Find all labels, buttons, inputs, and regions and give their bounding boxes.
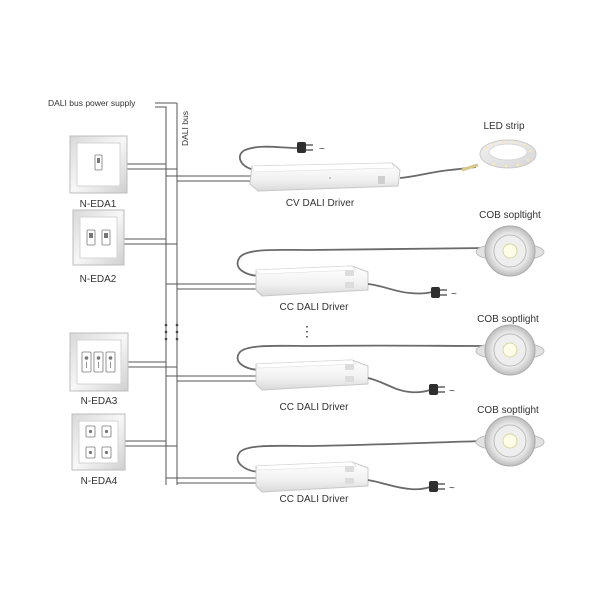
cv-dali-driver: ~ CV DALI Driver: [238, 142, 477, 209]
mains-cable: [367, 479, 431, 491]
output-cable: [236, 440, 487, 473]
switch-label: N-EDA2: [80, 274, 117, 285]
driver-label: CC DALI Driver: [280, 402, 350, 413]
switch-n-eda1: N-EDA1: [69, 135, 128, 210]
driver-label: CV DALI Driver: [286, 198, 355, 209]
power-plug-icon: [297, 142, 313, 153]
bus-power-label: DALI bus power supply: [48, 98, 136, 108]
driver-label: CC DALI Driver: [280, 494, 350, 505]
driver-ellipsis: ⋮: [300, 323, 314, 339]
driver-label: CC DALI Driver: [280, 302, 350, 313]
switch-buttons-4: [85, 425, 112, 459]
cc-dali-driver-2: ~ CC DALI Driver: [236, 344, 487, 413]
switch-buttons-2: [86, 229, 111, 246]
cc-dali-driver-1: ~ CC DALI Driver: [236, 247, 487, 313]
load-label: COB sopltight: [479, 210, 541, 221]
switch-label: N-EDA3: [81, 396, 118, 407]
cob-spotlight-3: COB soptlight: [475, 405, 545, 467]
switch-buttons-3: [81, 351, 116, 373]
ac-symbol: ~: [451, 289, 457, 300]
cob-spotlight-1: COB sopltight: [475, 210, 545, 277]
led-strip: LED strip: [461, 121, 537, 172]
output-cable: [236, 344, 487, 371]
load-label: COB soptlight: [477, 405, 539, 416]
bus-ellipsis: [164, 323, 179, 341]
cc-dali-driver-3: ~ CC DALI Driver: [236, 440, 487, 505]
ac-symbol: ~: [319, 144, 325, 155]
output-cable: [236, 247, 487, 277]
power-plug-icon: [429, 384, 445, 395]
switch-label: N-EDA1: [80, 199, 117, 210]
power-plug-icon: [429, 481, 445, 492]
switch-wires: [124, 163, 177, 447]
switch-n-eda4: N-EDA4: [71, 413, 126, 487]
bus-label: DALI bus: [180, 111, 190, 146]
load-label: LED strip: [483, 121, 525, 132]
load-label: COB soptlight: [477, 314, 539, 325]
dali-bus: [155, 102, 178, 485]
mains-cable: [367, 283, 433, 295]
switch-label: N-EDA4: [81, 476, 118, 487]
power-plug-icon: [431, 287, 447, 298]
switch-n-eda2: N-EDA2: [72, 209, 125, 285]
driver-bus-wires: [166, 175, 256, 484]
mains-cable: [367, 377, 431, 394]
cob-spotlight-2: COB soptlight: [475, 314, 545, 376]
ac-symbol: ~: [449, 483, 455, 494]
mains-cable: [238, 145, 299, 171]
ac-symbol: ~: [449, 386, 455, 397]
switch-buttons-1: [94, 154, 103, 171]
switch-n-eda3: N-EDA3: [69, 332, 129, 407]
